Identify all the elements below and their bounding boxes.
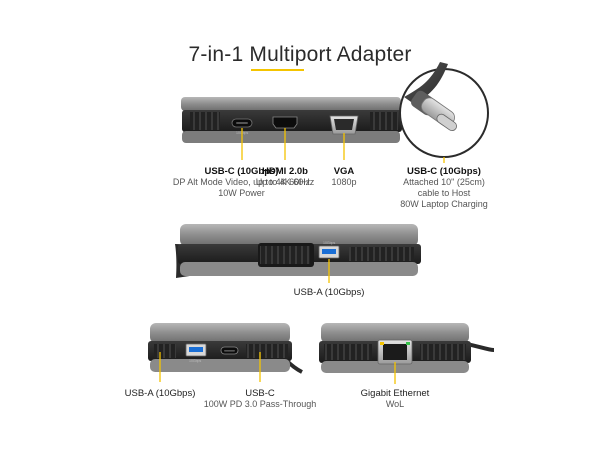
label-line: DP Alt Mode Video, up to 4K 60Hz — [172, 177, 311, 187]
title-part-3: Adapter — [331, 43, 412, 66]
adapter-left-view: 10Gbps — [148, 323, 303, 374]
rj45-port-icon — [377, 339, 413, 365]
label-ethernet: Gigabit Ethernet WoL — [350, 388, 440, 410]
label-vga: VGA 1080p — [324, 166, 364, 188]
label-heading: USB-A (10Gbps) — [293, 287, 365, 298]
label-heading: USB-A (10Gbps) — [124, 388, 196, 399]
adapter-right-view — [319, 323, 495, 373]
label-line: 10W Power — [218, 188, 265, 198]
usb-a-port-icon — [318, 245, 340, 259]
label-heading: VGA — [333, 166, 355, 177]
label-heading: USB-C (10Gbps) — [407, 166, 481, 177]
hdmi-port-icon — [272, 116, 298, 129]
label-line: 80W Laptop Charging — [400, 199, 488, 209]
label-usba-left: USB-A (10Gbps) — [115, 388, 205, 399]
label-heading: USB-C — [245, 388, 275, 399]
label-line: Up to 4K 60Hz — [255, 177, 315, 187]
label-usbc-host: USB-C (10Gbps) Attached 10" (25cm) cable… — [394, 166, 494, 210]
label-line: cable to Host — [417, 188, 471, 198]
vga-port-icon — [329, 115, 359, 135]
adapter-side-view: 10Gbps — [175, 224, 421, 278]
usb-a-port-icon-left — [185, 343, 207, 357]
usb-c-cable-icon — [399, 62, 489, 158]
title-part-1: 7-in-1 — [188, 43, 250, 66]
page-title: 7-in-1 Multiport Adapter — [0, 43, 600, 67]
label-usbc-pd: USB-C 100W PD 3.0 Pass-Through — [200, 388, 320, 410]
label-heading: USB-C (10Gbps) — [204, 166, 279, 177]
leader-lines-front — [241, 128, 345, 160]
label-heading: Gigabit Ethernet — [360, 388, 430, 399]
port-marking-usba-left: 10Gbps — [189, 359, 202, 363]
label-usba-center: USB-A (10Gbps) — [284, 287, 374, 298]
label-heading: HDMI 2.0b — [262, 166, 308, 177]
usb-c-port-icon-pd — [220, 346, 239, 355]
label-line: Attached 10" (25cm) — [403, 177, 485, 187]
leader-lines-left — [159, 352, 261, 382]
port-marking-usba-top: 10Gbps — [323, 241, 336, 245]
title-part-2: Multiport — [249, 43, 332, 66]
label-line: 100W PD 3.0 Pass-Through — [203, 399, 317, 409]
label-usbc-10g: USB-C (10Gbps) DP Alt Mode Video, up to … — [154, 166, 329, 199]
usb-c-port-icon — [231, 118, 253, 128]
label-hdmi: HDMI 2.0b Up to 4K 60Hz — [255, 166, 315, 188]
label-line: 1080p — [331, 177, 357, 187]
label-line: WoL — [385, 399, 405, 409]
adapter-front-view: 10Gbps — [181, 97, 402, 143]
